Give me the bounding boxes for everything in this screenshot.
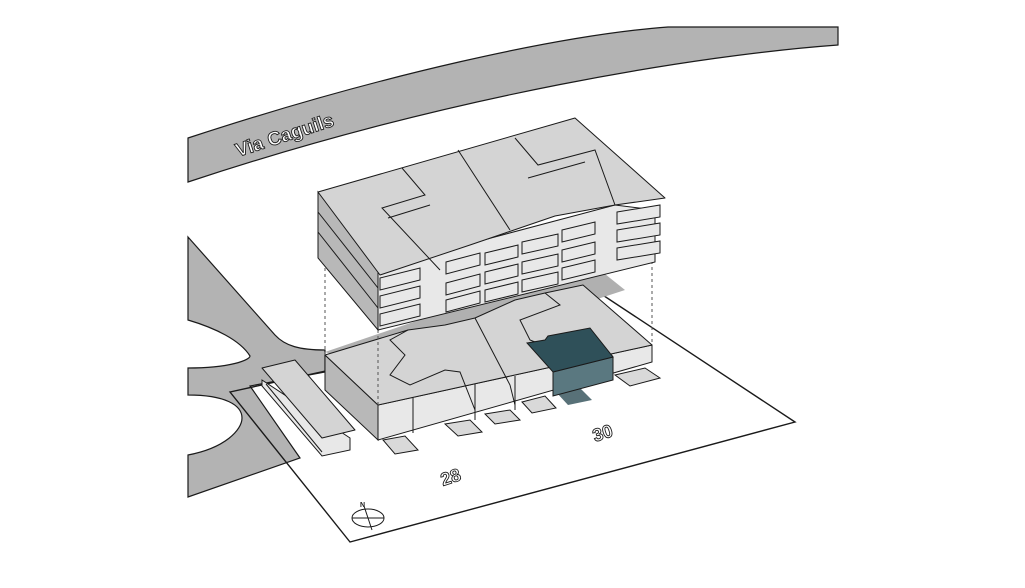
road-via-caguils <box>187 26 839 183</box>
carport-canopy <box>261 359 356 457</box>
upper-floors-exploded <box>317 117 666 332</box>
lot-label-28: 28 <box>438 465 463 490</box>
balconies <box>379 204 661 327</box>
highlighted-unit <box>526 327 614 405</box>
north-label: N <box>360 502 365 509</box>
lot-label-30: 30 <box>590 421 615 446</box>
side-road <box>187 235 326 498</box>
site-plot-boundary <box>228 279 797 543</box>
north-arrow-icon: N <box>351 502 385 531</box>
